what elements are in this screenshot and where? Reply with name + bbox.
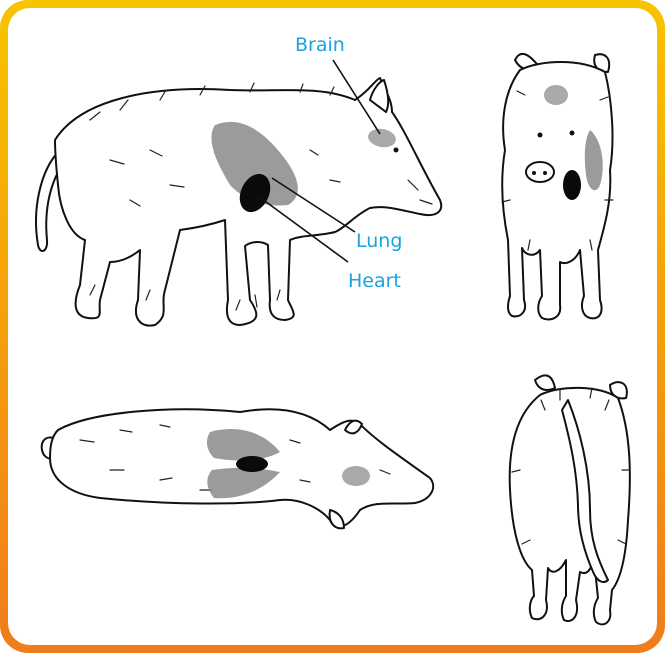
boar-anatomy-illustration (8, 8, 657, 645)
heart-label: Heart (348, 272, 401, 291)
lung-label: Lung (356, 232, 402, 251)
boar-front-view (502, 54, 613, 320)
brain-label: Brain (295, 36, 345, 55)
boar-rear-view (510, 375, 630, 624)
boar-top-view (42, 409, 433, 528)
diagram-canvas: Brain Lung Heart (8, 8, 657, 645)
